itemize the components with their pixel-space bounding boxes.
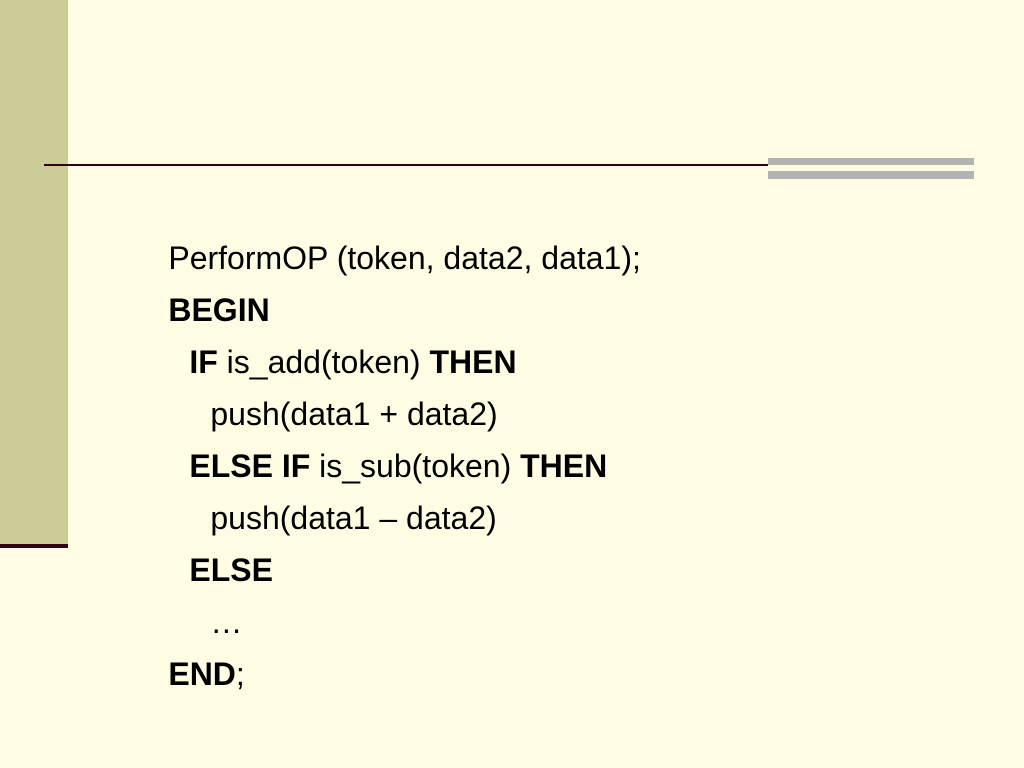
code-text: is_sub(token) — [310, 448, 521, 484]
keyword-then: THEN — [429, 344, 517, 380]
code-line-6: push(data1 – data2) — [157, 440, 496, 536]
code-line-2: BEGIN — [115, 232, 269, 328]
code-line-8: … — [157, 544, 242, 640]
code-ellipsis: … — [210, 604, 243, 640]
code-line-1: PerformOP (token, data2, data1); — [115, 180, 641, 276]
code-text: push(data1 – data2) — [210, 500, 497, 536]
keyword-then: THEN — [520, 448, 608, 484]
keyword-end: END — [168, 656, 236, 692]
left-decorative-band — [0, 0, 68, 544]
code-line-9: END; — [115, 596, 244, 692]
code-text: push(data1 + data2) — [210, 396, 498, 432]
code-line-7: ELSE — [136, 492, 273, 588]
keyword-else-if: ELSE IF — [189, 448, 311, 484]
keyword-else: ELSE — [189, 552, 273, 588]
code-line-3: IF is_add(token) THEN — [136, 284, 516, 380]
keyword-if: IF — [189, 344, 218, 380]
accent-double-bar — [768, 158, 974, 179]
keyword-begin: BEGIN — [168, 292, 270, 328]
code-text: PerformOP (token, data2, data1); — [168, 240, 641, 276]
code-line-4: push(data1 + data2) — [157, 336, 497, 432]
title-divider-rule — [44, 164, 974, 166]
left-band-underline — [0, 544, 68, 548]
code-text: ; — [235, 656, 245, 692]
code-line-5: ELSE IF is_sub(token) THEN — [136, 388, 607, 484]
code-text: is_add(token) — [217, 344, 430, 380]
